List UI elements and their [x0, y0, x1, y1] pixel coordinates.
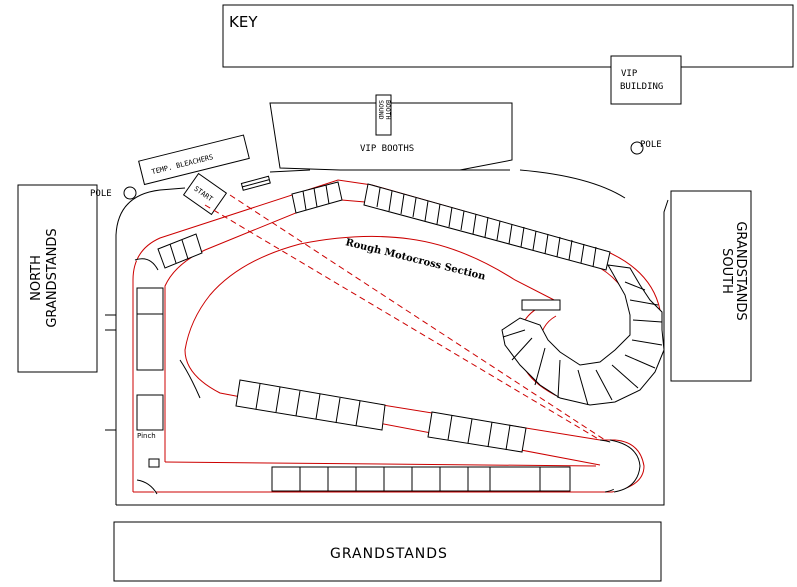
- middle-straight-jumps: [235, 379, 527, 453]
- north-grandstands-label-1: NORTH: [29, 255, 44, 301]
- bottom-right-hairpin: [599, 439, 641, 493]
- start-box: START: [182, 172, 228, 216]
- pole-south-label: POLE: [640, 140, 662, 150]
- south-grandstands-label-2: GRANDSTANDS: [733, 221, 748, 320]
- pole-north-label: POLE: [90, 189, 112, 199]
- north-grandstands-label-2: GRANDSTANDS: [45, 228, 60, 327]
- key-label: KEY: [229, 13, 258, 31]
- temp-bleachers: TEMP. BLEACHERS: [138, 134, 250, 186]
- south-hairpin-whoops: [501, 264, 665, 406]
- grandstands-label: GRANDSTANDS: [330, 546, 448, 562]
- top-straight-jumps: [157, 181, 611, 271]
- vip-building-label-2: BUILDING: [620, 82, 663, 92]
- grandstands-bottom: GRANDSTANDS: [113, 521, 662, 582]
- bottom-straight-jumps: [271, 466, 571, 492]
- pinch-label: Pinch: [137, 432, 156, 440]
- north-grandstands: NORTH GRANDSTANDS: [17, 184, 98, 373]
- rough-section-label: Rough Motocross Section: [344, 237, 487, 283]
- vip-building: VIP BUILDING: [610, 55, 682, 105]
- south-grandstands: SOUTH GRANDSTANDS: [670, 190, 752, 382]
- vip-building-label-1: VIP: [621, 69, 638, 79]
- track-outline: [132, 179, 662, 493]
- sound-booth-label-2: BOOTH: [384, 100, 392, 120]
- pole-north: POLE: [90, 186, 137, 200]
- venue-boundary: [105, 169, 669, 506]
- left-side-jumps: [134, 258, 201, 495]
- key-box: KEY: [222, 4, 794, 68]
- track-obstacles: [134, 181, 665, 495]
- pole-south: POLE: [630, 140, 662, 155]
- sound-booth-label-1: SOUND: [377, 100, 385, 120]
- sound-booth: SOUND BOOTH: [375, 94, 392, 136]
- pinch-marker: [148, 458, 160, 468]
- south-grandstands-label-1: SOUTH: [719, 248, 734, 294]
- vip-booths-label: VIP BOOTHS: [360, 144, 414, 154]
- start-gate: [240, 175, 271, 191]
